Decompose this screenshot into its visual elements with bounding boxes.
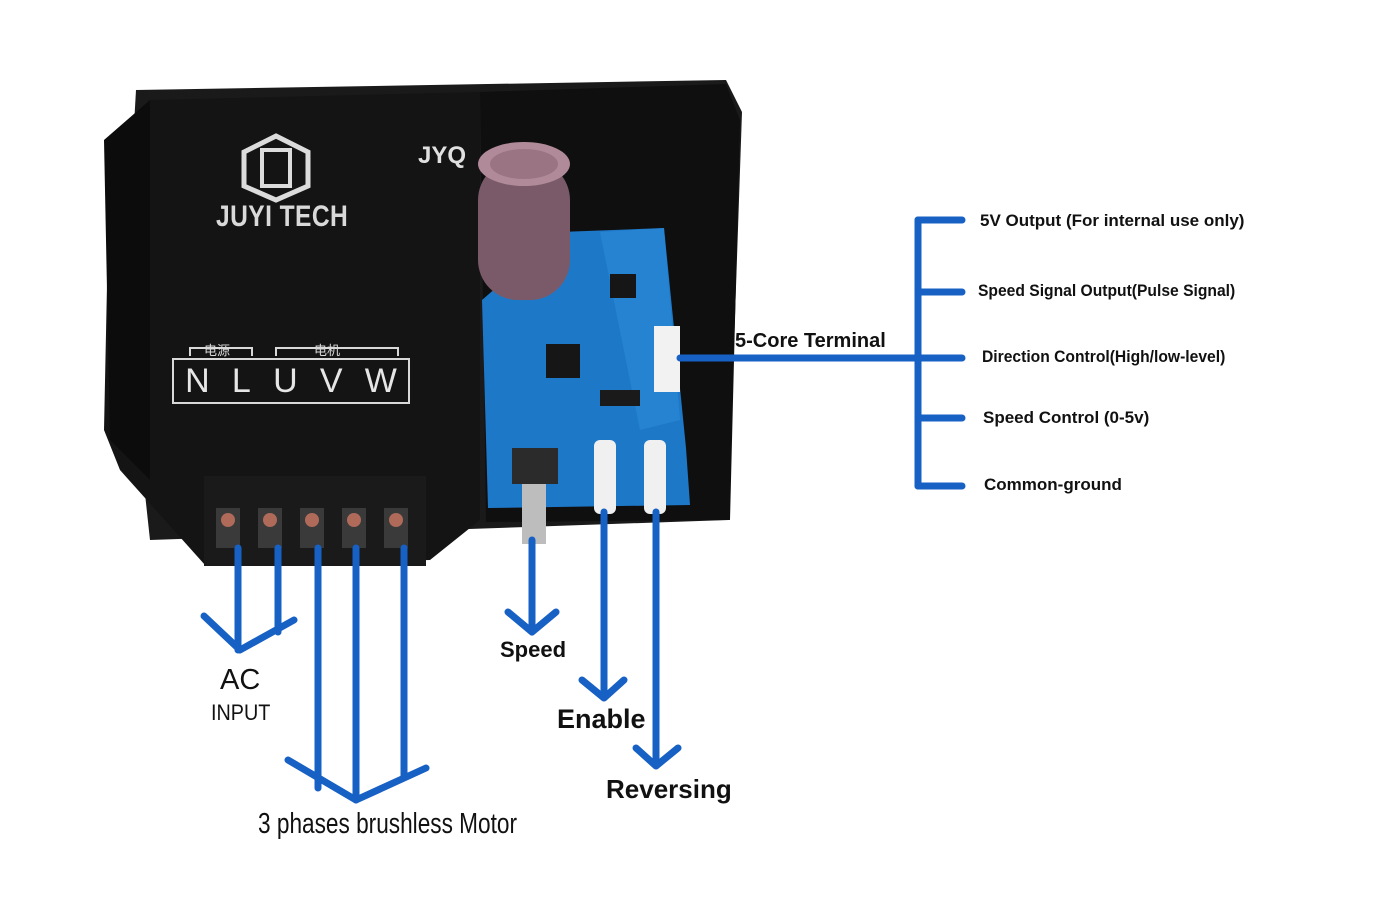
terminal-letter: L bbox=[231, 362, 251, 400]
brand-logo-mark bbox=[241, 133, 311, 203]
ac-input-arrow-head bbox=[200, 612, 298, 654]
input-label: INPUT bbox=[211, 700, 271, 725]
speed-label: Speed bbox=[500, 637, 567, 662]
pin-label-direction-control: Direction Control(High/low-level) bbox=[982, 347, 1226, 366]
speed-potentiometer-base bbox=[512, 448, 558, 484]
speed-arrow-head bbox=[504, 608, 560, 636]
terminal-group-power-label: 电源 bbox=[204, 343, 231, 358]
reversing-switch bbox=[644, 440, 666, 514]
housing-body bbox=[104, 92, 480, 565]
terminal-letter: W bbox=[364, 362, 397, 400]
pcb-chip bbox=[546, 344, 580, 378]
terminal-letter: N bbox=[185, 362, 210, 400]
enable-arrow-head bbox=[578, 676, 628, 702]
housing-side bbox=[104, 100, 150, 480]
enable-label: Enable bbox=[557, 704, 646, 734]
enable-switch bbox=[594, 440, 616, 514]
motor-arrow-head bbox=[284, 756, 430, 804]
terminal-letter: V bbox=[319, 362, 343, 400]
model-prefix: JYQ bbox=[418, 142, 467, 169]
capacitor bbox=[478, 160, 570, 300]
connection-arrows bbox=[200, 216, 966, 804]
motor-label: 3 phases brushless Motor bbox=[258, 808, 518, 840]
reversing-arrow-head bbox=[632, 744, 682, 770]
reversing-label: Reversing bbox=[606, 774, 732, 804]
pcb-chip bbox=[600, 390, 640, 406]
speed-potentiometer-shaft bbox=[522, 484, 546, 544]
terminal-letter-strip: N L U V W bbox=[172, 358, 410, 404]
brand-name: JUYI TECH bbox=[216, 200, 349, 233]
terminal-screws bbox=[216, 508, 408, 548]
pcb-chip bbox=[610, 274, 636, 298]
pin-label-5v-output: 5V Output (For internal use only) bbox=[980, 211, 1245, 230]
pin-label-common-ground: Common-ground bbox=[984, 475, 1122, 494]
terminal-letter: U bbox=[273, 362, 298, 400]
five-core-terminal-label: 5-Core Terminal bbox=[735, 330, 886, 352]
terminal-group-motor-label: 电机 bbox=[314, 343, 341, 358]
terminal-group-brackets bbox=[189, 347, 399, 356]
capacitor-top-ring bbox=[490, 149, 558, 179]
ac-label: AC bbox=[220, 664, 261, 696]
pin-label-speed-control: Speed Control (0-5v) bbox=[983, 408, 1150, 427]
five-core-connector bbox=[654, 326, 680, 392]
pin-label-speed-signal-output: Speed Signal Output(Pulse Signal) bbox=[978, 281, 1236, 300]
